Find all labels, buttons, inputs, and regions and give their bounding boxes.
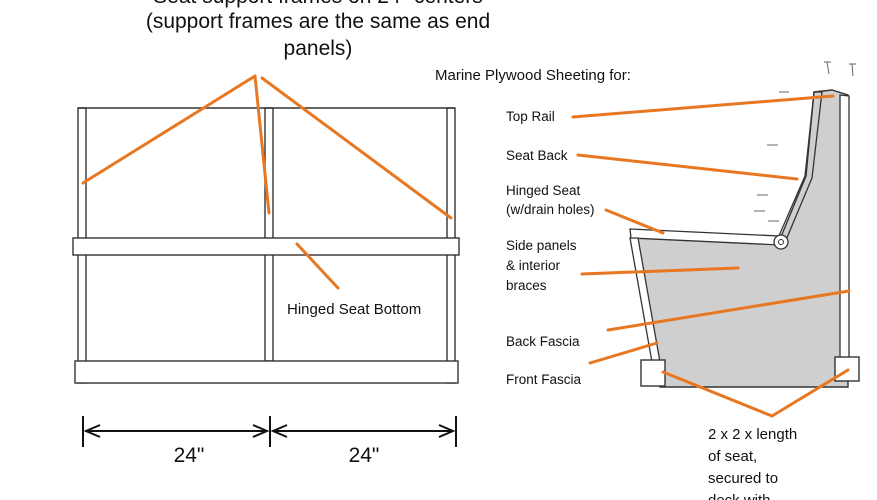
arrow-right-end <box>438 424 456 438</box>
hinged-seat-label-2: (w/drain holes) <box>506 202 595 217</box>
bench-front-view <box>72 107 460 384</box>
leader-back-fascia <box>606 289 851 332</box>
dimension-label-right: 24" <box>349 444 380 467</box>
screw-marks <box>754 61 856 222</box>
title-line-1: Seat support frames on 24" centers <box>153 0 483 8</box>
lumber-label-3: secured to <box>708 470 778 487</box>
hinged-seat-label-1: Hinged Seat <box>506 183 581 198</box>
bench-side-profile <box>629 89 860 388</box>
hinge-pin <box>778 239 784 245</box>
leader-hinged-seat-bottom <box>295 242 340 290</box>
seat-rail <box>72 237 460 256</box>
leader-seat-back <box>576 153 799 181</box>
lumber-label-1: 2 x 2 x length <box>708 426 797 443</box>
title-line-2: (support frames are the same as end <box>146 10 490 33</box>
bottom-rail <box>74 360 459 384</box>
hinged-seat-bottom-label: Hinged Seat Bottom <box>287 301 421 318</box>
back-fascia-label: Back Fascia <box>506 334 580 349</box>
cleat-front <box>640 359 666 387</box>
arrow-left-end <box>252 424 270 438</box>
leader-title-center-frame <box>253 74 271 215</box>
side-panels-label-2: & interior <box>506 258 561 273</box>
screw-mark <box>851 63 854 77</box>
side-panels-label-3: braces <box>506 278 547 293</box>
dimension-lines <box>82 416 457 447</box>
arrow-right-start <box>270 424 288 438</box>
leader-hinged-seat <box>604 208 665 235</box>
leader-title-right-frame <box>260 76 453 220</box>
center-frame-panel <box>264 107 274 362</box>
leader-side-panels <box>580 266 740 276</box>
arrow-left-start <box>83 424 101 438</box>
title-leaders <box>81 74 453 220</box>
back-fascia-board <box>839 94 850 361</box>
front-fascia-label: Front Fascia <box>506 372 582 387</box>
side-panels-label-1: Side panels <box>506 238 577 253</box>
leader-lumber-front <box>661 370 774 418</box>
screw-mark <box>826 61 830 75</box>
leader-lumber-back <box>770 368 850 418</box>
title-line-3: panels) <box>284 37 353 60</box>
leader-front-fascia <box>588 341 659 365</box>
seat-back-label: Seat Back <box>506 148 568 163</box>
component-leaders <box>571 94 851 418</box>
dimension-label-left: 24" <box>174 444 205 467</box>
leader-top-rail <box>571 94 835 119</box>
plywood-heading: Marine Plywood Sheeting for: <box>435 67 631 84</box>
top-rail-label: Top Rail <box>506 109 555 124</box>
lumber-label-4: deck with <box>708 492 771 500</box>
lumber-label-2: of seat, <box>708 448 757 465</box>
leader-title-left-frame <box>81 74 257 185</box>
